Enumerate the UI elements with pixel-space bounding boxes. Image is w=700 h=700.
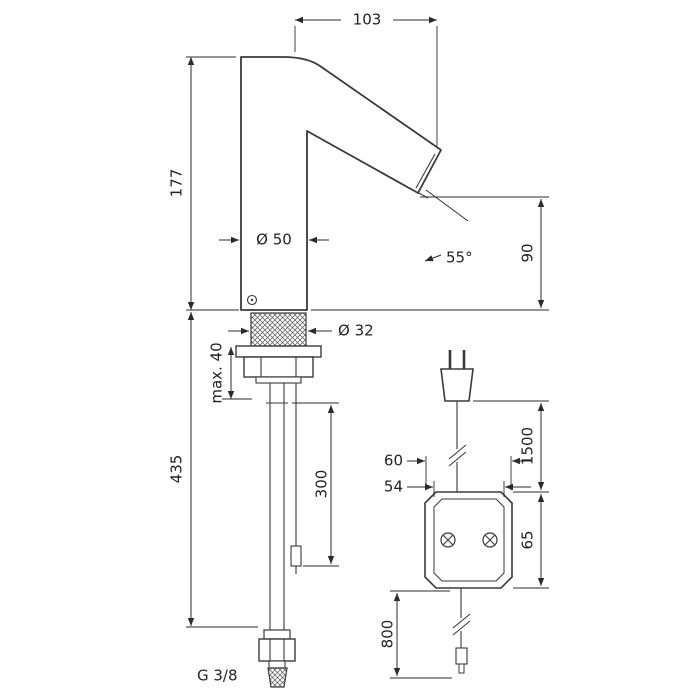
plug-body	[440, 368, 474, 402]
dim-body-height: 177	[168, 56, 239, 311]
dim-hose-length: 300	[292, 402, 339, 567]
dim-spout-angle: 55°	[424, 189, 473, 267]
faucet-body	[240, 56, 442, 311]
dim-box-inner-width: 54	[384, 478, 531, 497]
mounting-nut	[243, 356, 314, 378]
dim-connection-thread: G 3/8	[197, 667, 238, 685]
dim-label-box-width: 60	[384, 452, 403, 470]
dim-max-mounting-thickness: max. 40	[208, 342, 252, 404]
dim-label-box-inner-width: 54	[384, 478, 403, 496]
nut-collar	[255, 376, 302, 384]
supply-hoses	[266, 383, 302, 638]
dim-label-body-height: 177	[168, 169, 186, 198]
dim-label-outlet-height: 90	[519, 243, 537, 262]
base-screw-dot	[250, 298, 254, 302]
dim-label-cable-length-top: 1500	[519, 427, 537, 465]
dim-label-connection-thread: G 3/8	[197, 667, 238, 685]
check-valve	[267, 667, 288, 688]
dim-total-height: 435	[168, 312, 258, 628]
control-box-inner	[433, 498, 505, 582]
threaded-shank	[250, 312, 307, 347]
cable-break	[452, 620, 471, 636]
dim-label-total-height: 435	[168, 455, 186, 484]
dim-body-diameter: Ø 50	[219, 231, 329, 249]
cable-break	[448, 451, 467, 467]
dim-label-hose-length: 300	[313, 470, 331, 499]
power-supply-unit	[424, 350, 513, 674]
dim-label-spout-reach: 103	[353, 11, 382, 29]
dim-box-height: 65	[513, 494, 549, 589]
dim-cable-length-top: 1500	[473, 400, 549, 493]
spout-outlet-rim	[415, 153, 436, 189]
box-screw-left-cross	[442, 534, 454, 546]
dim-label-body-diameter: Ø 50	[256, 231, 292, 249]
dim-label-shank-diameter: Ø 32	[338, 322, 374, 340]
cable-break	[448, 444, 467, 460]
cable-end-connector	[455, 647, 468, 665]
faucet-outline	[240, 56, 442, 311]
dim-label-spout-angle: 55°	[446, 249, 473, 267]
dim-spout-reach: 103	[294, 11, 438, 146]
base-screw	[246, 294, 258, 306]
control-box-outer	[424, 491, 513, 589]
dim-cable-length-bottom: 800	[379, 590, 452, 679]
dim-label-cable-length-bottom: 800	[379, 620, 397, 649]
escutcheon	[235, 345, 322, 358]
dim-label-max-mounting-thickness: max. 40	[208, 342, 226, 403]
cable-break	[452, 613, 471, 629]
box-screw-right-cross	[484, 534, 496, 546]
dim-shank-diameter: Ø 32	[228, 322, 374, 340]
mounting-hardware	[235, 312, 322, 384]
fitting-tailpiece	[268, 660, 286, 669]
dim-outlet-height: 90	[311, 196, 549, 311]
cable-end-tip	[458, 663, 465, 674]
fitting-hex-nut	[258, 638, 296, 662]
dim-label-box-height: 65	[519, 530, 537, 549]
bottom-fitting	[258, 629, 296, 688]
fitting-collar	[263, 629, 291, 640]
sensor-cable-connector	[290, 545, 302, 567]
